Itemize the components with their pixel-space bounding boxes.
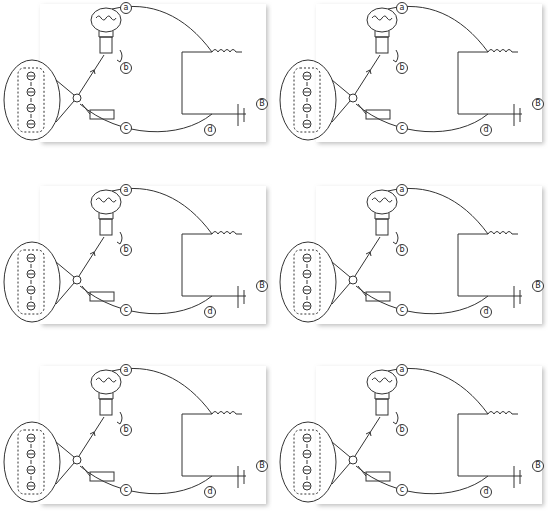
callout-label: a xyxy=(120,2,132,14)
callout-label: B xyxy=(256,460,268,472)
callout-label: a xyxy=(396,184,408,196)
callout-label: b xyxy=(396,62,408,74)
callout-label: b xyxy=(120,62,132,74)
callout-label: a xyxy=(396,2,408,14)
callout-label: c xyxy=(396,122,408,134)
callout-label: d xyxy=(480,124,492,136)
callout-label: d xyxy=(204,486,216,498)
callout-label: c xyxy=(120,484,132,496)
callout-label: d xyxy=(204,306,216,318)
callout-label: B xyxy=(256,280,268,292)
callout-label: c xyxy=(396,304,408,316)
callout-label: c xyxy=(396,484,408,496)
callout-label: c xyxy=(120,304,132,316)
callout-label: b xyxy=(396,424,408,436)
callout-label: d xyxy=(480,306,492,318)
callout-label: b xyxy=(120,244,132,256)
callout-label: b xyxy=(396,244,408,256)
callout-label: a xyxy=(396,364,408,376)
callout-label: a xyxy=(120,184,132,196)
callout-label: B xyxy=(532,280,544,292)
callout-label: a xyxy=(120,364,132,376)
callout-label: d xyxy=(204,124,216,136)
callout-label: B xyxy=(256,98,268,110)
callout-label: d xyxy=(480,486,492,498)
callout-label: B xyxy=(532,460,544,472)
callout-label: B xyxy=(532,98,544,110)
callout-label: b xyxy=(120,424,132,436)
callout-label: c xyxy=(120,122,132,134)
